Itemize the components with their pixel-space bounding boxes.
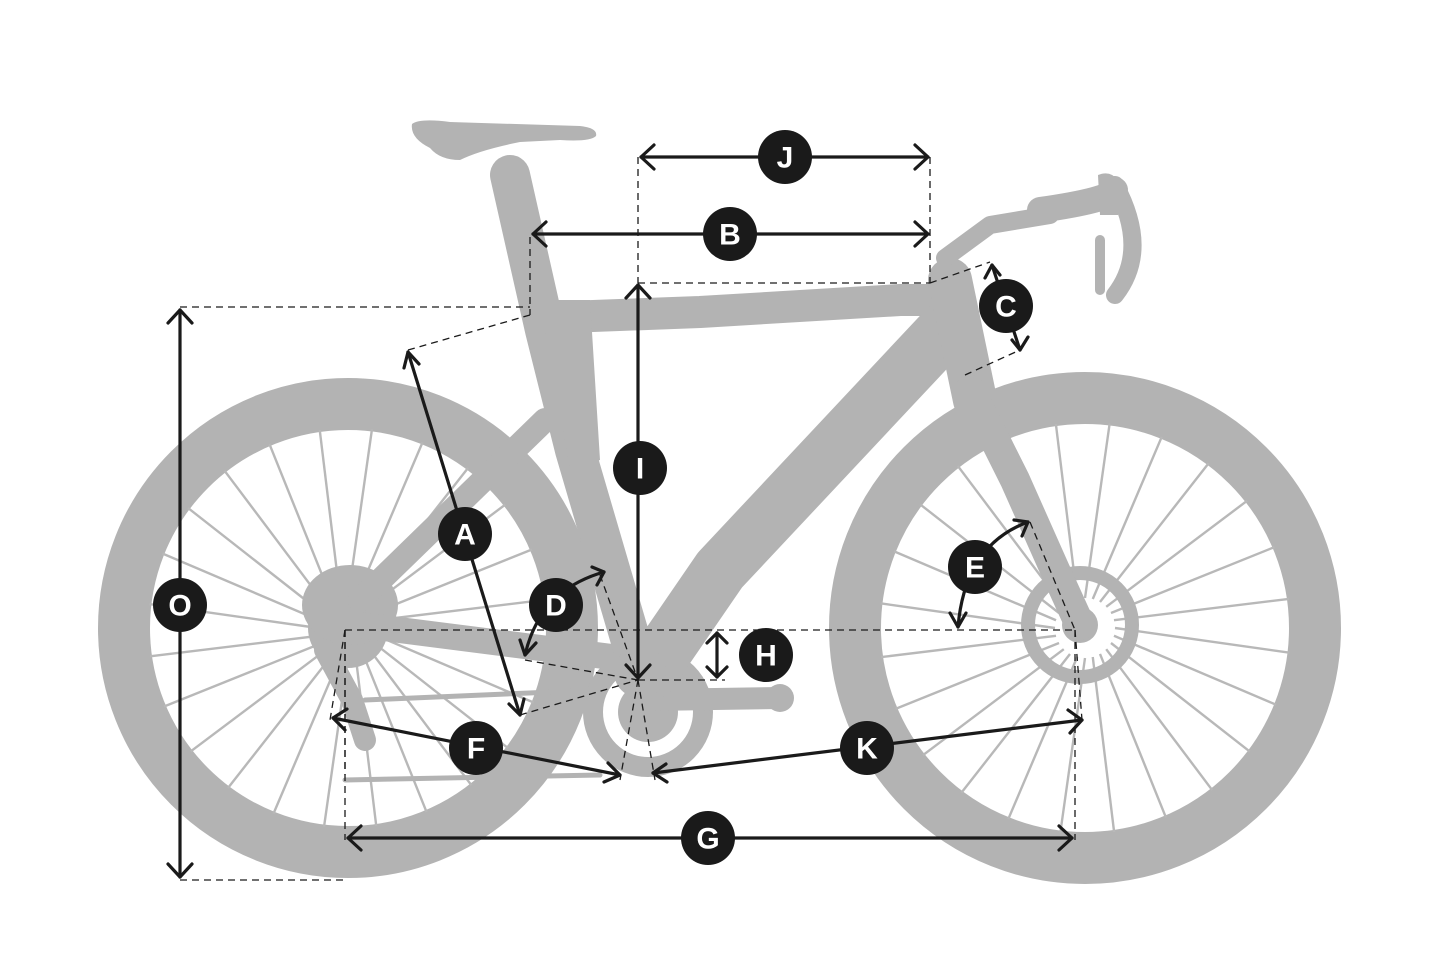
wheel-spoke	[1113, 597, 1290, 622]
label-d-text: D	[545, 590, 567, 623]
label-b-text: B	[719, 219, 741, 252]
label-badge-j: J	[758, 130, 812, 184]
guide-lines	[180, 157, 1083, 881]
label-i-text: I	[636, 453, 644, 486]
bike-silhouette	[98, 120, 1341, 884]
wheel-spoke	[1105, 648, 1214, 791]
label-badges: J B C I A E D O	[153, 130, 1033, 865]
wheel-spoke	[1099, 462, 1210, 603]
label-badge-i: I	[613, 441, 667, 495]
label-badge-a: A	[438, 507, 492, 561]
frame	[347, 155, 1095, 700]
wheel-spoke	[1098, 653, 1168, 818]
label-badge-e: E	[948, 540, 1002, 594]
wheel-spoke	[187, 507, 323, 614]
label-badge-o: O	[153, 578, 207, 632]
wheel-spoke	[1091, 656, 1116, 833]
wheel-spoke	[1059, 657, 1087, 833]
label-badge-b: B	[703, 207, 757, 261]
wheel-spoke	[373, 548, 533, 615]
label-badge-h: H	[739, 628, 793, 682]
handlebar	[936, 173, 1142, 304]
wheel-spoke	[376, 598, 547, 622]
label-badge-g: G	[681, 811, 735, 865]
label-c-text: C	[995, 291, 1017, 324]
wheel-spoke	[1105, 499, 1248, 608]
label-badge-d: D	[529, 578, 583, 632]
wheel-spoke	[1114, 626, 1290, 654]
label-e-text: E	[965, 552, 985, 585]
wheel-spoke	[1113, 634, 1277, 706]
wheel-spoke	[189, 648, 328, 753]
wheel-spoke	[1110, 545, 1275, 615]
label-h-text: H	[755, 640, 777, 673]
label-f-text: F	[467, 733, 485, 766]
label-badge-f: F	[449, 721, 503, 775]
wheel-spoke	[1110, 642, 1251, 753]
label-g-text: G	[696, 823, 719, 856]
label-j-text: J	[777, 142, 794, 175]
label-o-text: O	[168, 590, 191, 623]
label-badge-c: C	[979, 279, 1033, 333]
wheel-spoke	[960, 653, 1071, 794]
wheel-spoke	[227, 653, 334, 789]
wheel-spoke	[149, 634, 320, 658]
wheel-spoke	[163, 641, 323, 708]
wheel-spoke	[161, 552, 320, 622]
label-a-text: A	[454, 519, 476, 552]
wheel-spoke	[361, 653, 428, 813]
label-badge-k: K	[840, 721, 894, 775]
label-k-text: K	[856, 733, 878, 766]
wheel-spoke	[272, 656, 342, 815]
saddle	[411, 120, 597, 160]
wheel-spoke	[1007, 656, 1079, 820]
wheel-spoke	[376, 634, 535, 704]
